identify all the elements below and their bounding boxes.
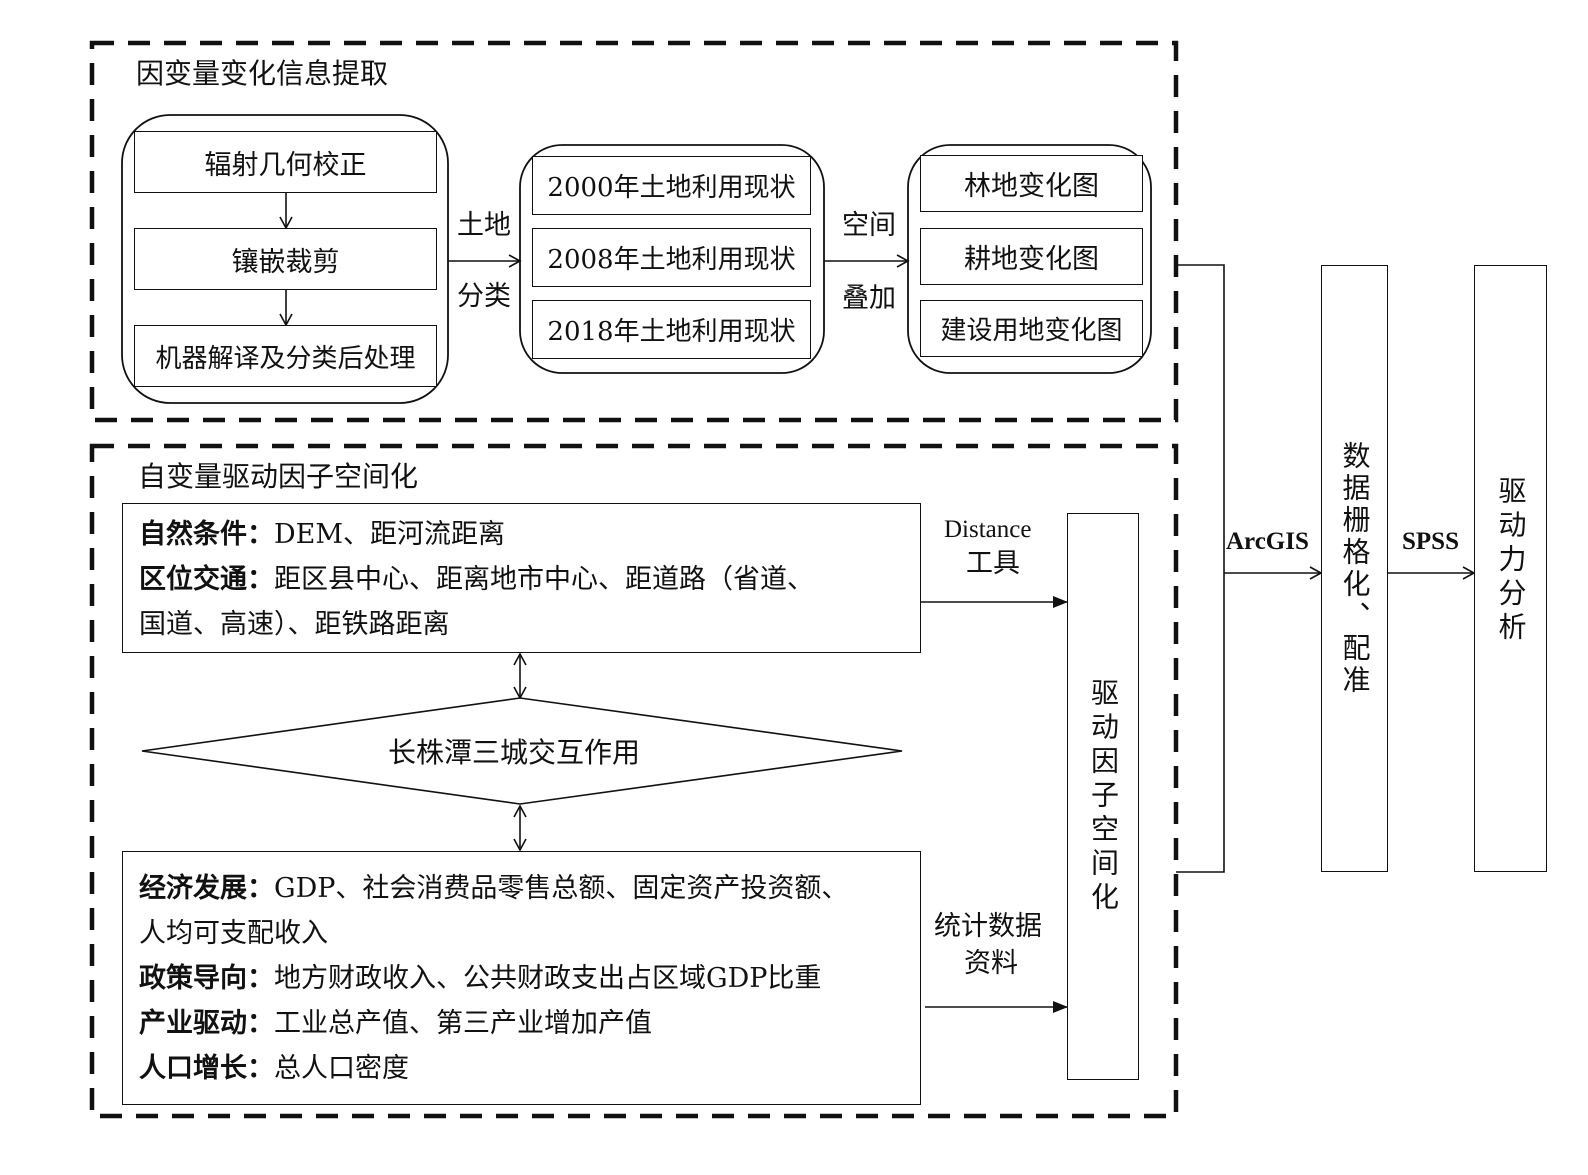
factor-heading: 经济发展： — [139, 873, 274, 904]
interaction-diamond — [141, 697, 903, 805]
top-section-title: 因变量变化信息提取 — [136, 57, 389, 90]
natural-location-factors-box: 自然条件：DEM、距河流距离 区位交通：距区县中心、距离地市中心、距道路（省道、… — [122, 503, 921, 653]
forest-change-map: 林地变化图 — [920, 155, 1143, 212]
distance-tool-label-en: Distance — [944, 516, 1032, 543]
bottom-section-frame — [89, 443, 1179, 1119]
factor-line-population: 人口增长：总人口密度 — [139, 1046, 920, 1091]
factor-text: DEM、距河流距离 — [274, 519, 506, 550]
land-use-2000: 2000年土地利用现状 — [532, 156, 811, 215]
driving-force-analysis-label: 驱动力分析 — [1494, 476, 1528, 646]
factor-line-natural: 自然条件：DEM、距河流距离 — [139, 512, 920, 557]
spatialization-box: 驱动因子空间化 — [1067, 513, 1139, 1080]
factor-heading: 产业驱动： — [139, 1008, 274, 1039]
spss-label: SPSS — [1402, 528, 1459, 555]
cropland-change-map: 耕地变化图 — [920, 228, 1143, 285]
rasterize-register-label: 数据栅格化、配准 — [1338, 440, 1372, 697]
distance-tool-label-cn: 工具 — [966, 548, 1020, 579]
arcgis-label: ArcGIS — [1226, 528, 1309, 555]
interaction-diamond-label: 长株潭三城交互作用 — [388, 736, 641, 769]
factor-text: 人均可支配收入 — [139, 918, 328, 949]
top-section-frame — [89, 40, 1179, 423]
statistics-label-top: 统计数据 — [934, 911, 1042, 942]
statistics-label-bottom: 资料 — [964, 948, 1018, 979]
factor-text: 地方财政收入、公共财政支出占区域GDP比重 — [274, 963, 822, 994]
factor-line-location-cont: 国道、高速）、距铁路距离 — [139, 602, 920, 647]
factor-heading: 政策导向： — [139, 963, 274, 994]
spatialization-label: 驱动因子空间化 — [1087, 677, 1120, 916]
preprocess-group — [121, 114, 449, 404]
factor-text: 工业总产值、第三产业增加产值 — [274, 1008, 652, 1039]
socioeconomic-factors-box: 经济发展：GDP、社会消费品零售总额、固定资产投资额、 人均可支配收入 政策导向… — [122, 851, 921, 1105]
rasterize-register-box: 数据栅格化、配准 — [1321, 265, 1388, 872]
factor-line-policy: 政策导向：地方财政收入、公共财政支出占区域GDP比重 — [139, 956, 920, 1001]
land-use-2018: 2018年土地利用现状 — [532, 300, 811, 359]
factor-heading: 区位交通： — [139, 564, 274, 595]
factor-text: 距区县中心、距离地市中心、距道路（省道、 — [274, 564, 814, 595]
overlay-label-bottom: 叠加 — [842, 283, 896, 314]
step-mosaic-clip: 镶嵌裁剪 — [134, 228, 437, 290]
factor-heading: 人口增长： — [139, 1053, 274, 1084]
merge-bracket — [1176, 264, 1225, 873]
factor-text: 国道、高速）、距铁路距离 — [139, 609, 450, 640]
factor-heading: 自然条件： — [139, 519, 274, 550]
factor-line-economy-cont: 人均可支配收入 — [139, 911, 920, 956]
step-classification: 机器解译及分类后处理 — [134, 325, 437, 387]
step-radiometric-correction: 辐射几何校正 — [134, 131, 437, 193]
factor-text: GDP、社会消费品零售总额、固定资产投资额、 — [274, 873, 849, 904]
factor-text: 总人口密度 — [274, 1053, 409, 1084]
factor-line-location: 区位交通：距区县中心、距离地市中心、距道路（省道、 — [139, 557, 920, 602]
construction-change-map: 建设用地变化图 — [920, 300, 1143, 357]
overlay-label-top: 空间 — [842, 210, 896, 241]
land-use-2008: 2008年土地利用现状 — [532, 228, 811, 287]
bottom-section-title: 自变量驱动因子空间化 — [138, 460, 419, 493]
driving-force-analysis-box: 驱动力分析 — [1474, 265, 1547, 872]
factor-line-industry: 产业驱动：工业总产值、第三产业增加产值 — [139, 1001, 920, 1046]
classify-label-top: 土地 — [457, 210, 511, 241]
classify-label-bottom: 分类 — [457, 281, 511, 312]
factor-line-economy: 经济发展：GDP、社会消费品零售总额、固定资产投资额、 — [139, 866, 920, 911]
